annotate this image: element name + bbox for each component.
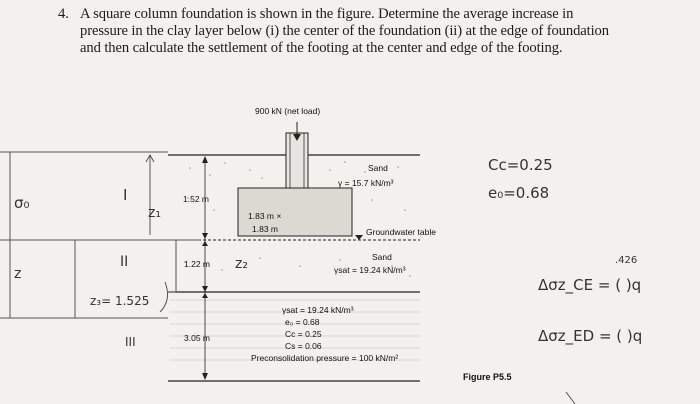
handwritten-z: z bbox=[14, 266, 22, 282]
clay-e0: e₀ = 0.68 bbox=[285, 317, 320, 327]
depth-2: 1.22 m bbox=[184, 259, 210, 269]
handwritten-e0: e₀=0.68 bbox=[488, 184, 550, 202]
handwritten-sigma0: σ₀ bbox=[14, 194, 30, 212]
handwritten-z3: z₃= 1.525 bbox=[90, 294, 150, 308]
handwritten-layer-2: II bbox=[120, 254, 129, 270]
problem-text: A square column foundation is shown in t… bbox=[80, 6, 609, 56]
handwritten-z2: z₂ bbox=[235, 256, 248, 272]
sand-texture bbox=[184, 161, 411, 277]
sand-top-gamma: γ = 15.7 kN/m³ bbox=[338, 178, 394, 188]
handwritten-z1: z₁ bbox=[148, 205, 161, 221]
clay-cs: Cs = 0.06 bbox=[285, 341, 322, 351]
handwritten-delta-ce: Δσz_CE = ( )q bbox=[538, 276, 642, 294]
handwritten-layer-3: III bbox=[125, 335, 136, 349]
preconsolidation-label: Preconsolidation pressure = 100 kN/m² bbox=[251, 353, 399, 363]
footing-size-1: 1.83 m × bbox=[248, 211, 282, 221]
handwritten-cc: Cc=0.25 bbox=[488, 156, 553, 174]
footing bbox=[237, 187, 353, 237]
problem-number: 4. bbox=[58, 6, 69, 22]
sand-bottom-label: Sand bbox=[372, 252, 392, 262]
groundwater-label: Groundwater table bbox=[366, 227, 436, 237]
figure-caption: Figure P5.5 bbox=[463, 372, 512, 382]
depth-3: 3.05 m bbox=[184, 333, 210, 343]
clay-cc: Cc = 0.25 bbox=[285, 329, 322, 339]
handwritten-layer-1: I bbox=[123, 186, 128, 204]
handwritten-delta-ed: Δσz_ED = ( )q bbox=[538, 327, 643, 345]
load-label: 900 kN (net load) bbox=[255, 106, 321, 116]
sand-top-label: Sand bbox=[368, 163, 388, 173]
handwritten-annotations bbox=[0, 151, 576, 404]
depth-1: 1.52 m bbox=[183, 194, 209, 204]
handwritten-small-note: .426 bbox=[615, 255, 638, 266]
clay-gamma: γsat = 19.24 kN/m³ bbox=[282, 305, 354, 315]
sand-bottom-gamma: γsat = 19.24 kN/m³ bbox=[334, 265, 406, 275]
column bbox=[285, 132, 309, 189]
footing-size-2: 1.83 m bbox=[252, 224, 278, 234]
